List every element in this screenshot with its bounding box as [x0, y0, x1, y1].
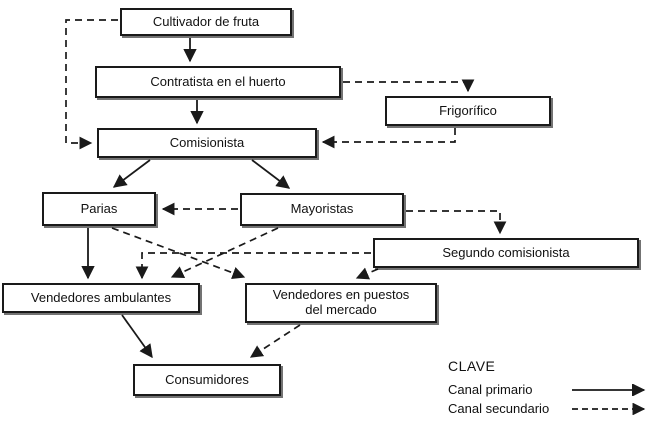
- node-vendedores-puestos-label-line2: del mercado: [305, 302, 377, 317]
- node-mayoristas: Mayoristas: [240, 193, 404, 226]
- node-frigorifico-label: Frigorífico: [439, 102, 497, 118]
- arrow-comisionista-parias: [112, 159, 151, 188]
- node-consumidores: Consumidores: [133, 364, 281, 396]
- primary-channel-arrows: [81, 38, 291, 359]
- node-consumidores-label: Consumidores: [165, 371, 249, 387]
- legend-secondary-arrow-icon: [572, 402, 646, 415]
- node-parias: Parias: [42, 192, 156, 226]
- legend-primary-row: Canal primario: [448, 380, 648, 399]
- node-vendedores-ambulantes: Vendedores ambulantes: [2, 283, 200, 313]
- secondary-channel-arrows: [65, 19, 507, 358]
- node-comisionista-label: Comisionista: [169, 134, 245, 150]
- node-cultivador-label: Cultivador de fruta: [152, 13, 260, 29]
- arrow-vpuestos-consumidores: [249, 324, 301, 358]
- node-mayoristas-label: Mayoristas: [290, 201, 354, 217]
- node-contratista-label: Contratista en el huerto: [150, 73, 286, 89]
- node-vendedores-puestos-label-line1: Vendedores en puestos: [272, 287, 410, 303]
- legend-title: CLAVE: [448, 358, 496, 374]
- legend-primary-arrow-icon: [572, 383, 646, 396]
- arrow-vambulantes-consumidores: [121, 314, 153, 359]
- arrow-contratista-frigorifico: [343, 79, 475, 93]
- legend-secondary-row: Canal secundario: [448, 399, 648, 418]
- arrow-comisionista-mayoristas: [251, 159, 291, 189]
- arrow-cultivador-comisionista: [65, 19, 118, 150]
- node-vendedores-ambulantes-label: Vendedores ambulantes: [30, 289, 172, 305]
- node-segundo-comisionista-label: Segundo comisionista: [442, 244, 570, 260]
- legend-primary-label: Canal primario: [448, 382, 533, 397]
- node-parias-label: Parias: [80, 200, 118, 216]
- node-segundo-comisionista: Segundo comisionista: [373, 238, 639, 268]
- node-vendedores-puestos: Vendedores en puestos del mercado: [245, 283, 437, 323]
- legend-secondary-label: Canal secundario: [448, 401, 550, 416]
- node-frigorifico: Frigorífico: [385, 96, 551, 126]
- arrow-frigorifico-comisionista: [321, 128, 456, 149]
- node-cultivador: Cultivador de fruta: [120, 8, 292, 36]
- node-comisionista: Comisionista: [97, 128, 317, 158]
- node-contratista: Contratista en el huerto: [95, 66, 341, 98]
- arrow-mayoristas-vambulantes: [170, 227, 279, 278]
- arrow-segundo-vpuestos: [355, 267, 379, 280]
- arrow-segundo-vambulantes: [135, 252, 371, 280]
- arrow-mayoristas-segundo: [406, 210, 507, 235]
- legend: CLAVE Canal primario Canal secundario: [448, 358, 648, 418]
